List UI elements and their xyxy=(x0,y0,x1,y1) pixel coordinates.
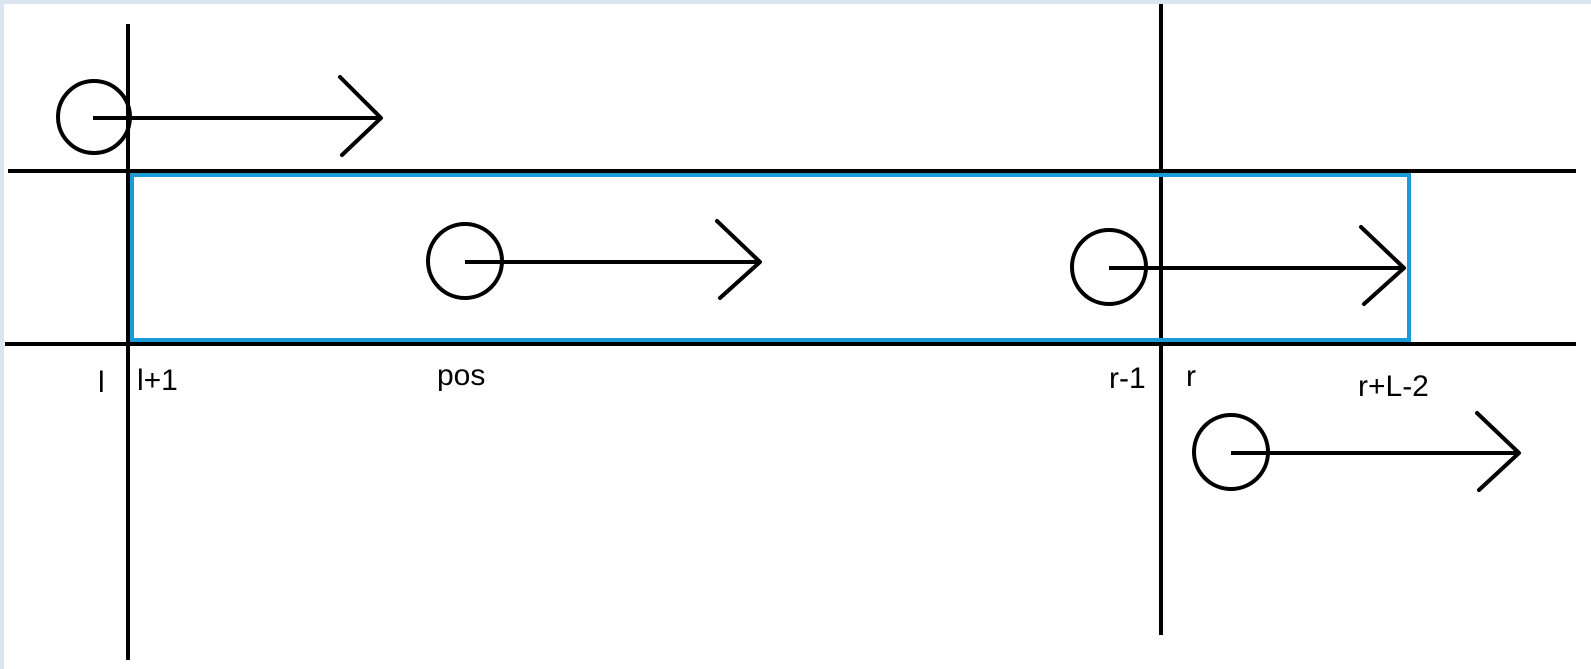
label-pos: pos xyxy=(437,359,485,392)
canvas-background xyxy=(4,4,1591,669)
highlight-window xyxy=(130,173,1411,342)
arrow-bottom-right xyxy=(1192,411,1521,492)
label-l-plus-1: l+1 xyxy=(137,364,178,397)
arrow-r-minus-1 xyxy=(1070,225,1406,306)
arrow-top-left xyxy=(56,75,383,157)
label-r-minus-1: r-1 xyxy=(1109,362,1146,395)
arrow-head-r-minus-1 xyxy=(1359,225,1406,306)
arrow-head-bottom-right xyxy=(1475,411,1521,492)
label-r-plus-L-minus-2: r+L-2 xyxy=(1358,370,1429,403)
label-r: r xyxy=(1186,360,1196,393)
arrow-head-top-left xyxy=(338,75,383,157)
label-l: l xyxy=(98,366,105,399)
arrow-pos xyxy=(426,219,762,300)
arrow-head-pos xyxy=(715,219,762,300)
